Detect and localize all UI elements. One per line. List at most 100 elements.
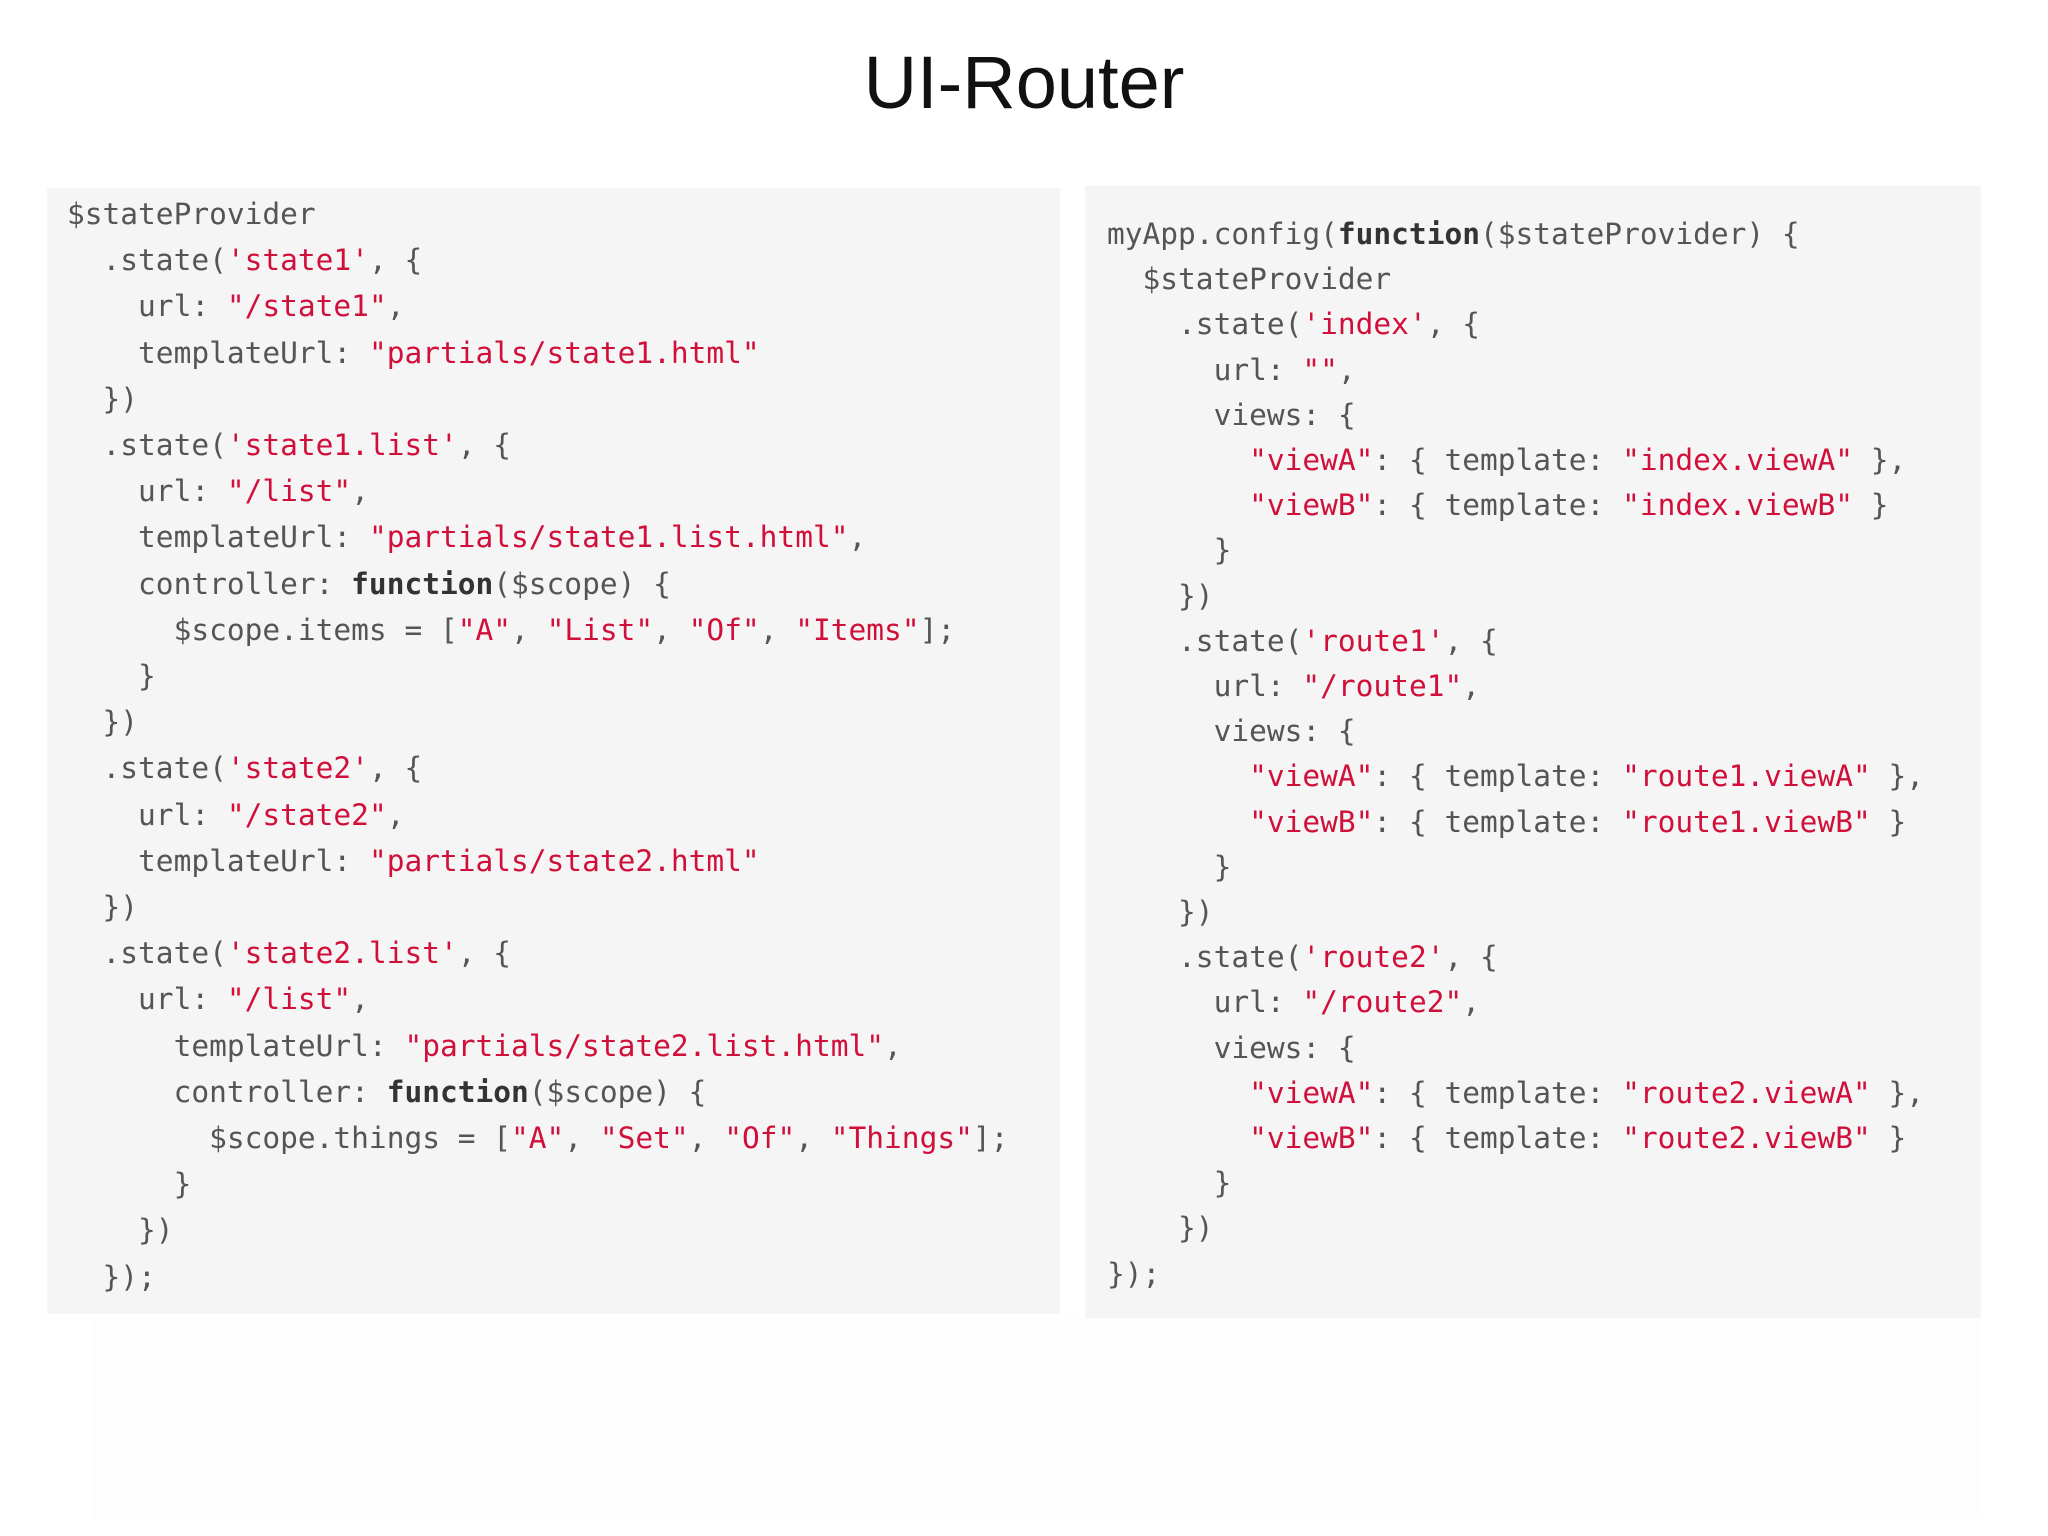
code-line: "viewB": { template: "route1.viewB" }	[1107, 802, 1906, 842]
code-token: },	[1870, 759, 1925, 794]
code-token: })	[67, 890, 139, 924]
code-string: "index.viewA"	[1622, 443, 1853, 477]
code-line: })	[67, 887, 139, 927]
code-token: ];	[919, 612, 956, 647]
code-token: ,	[386, 289, 405, 324]
code-token: ,	[848, 520, 867, 555]
code-token: , {	[457, 428, 512, 462]
code-token	[1107, 805, 1249, 839]
code-line: $stateProvider	[67, 194, 316, 234]
code-line: })	[67, 702, 139, 742]
code-token: })	[1107, 895, 1214, 929]
code-string: "viewB"	[1249, 804, 1374, 839]
code-token: ,	[564, 1121, 600, 1155]
code-token: : { template:	[1373, 443, 1623, 477]
code-line: "viewA": { template: "route1.viewA" },	[1107, 756, 1924, 796]
code-line: $stateProvider	[1107, 259, 1392, 299]
code-string: "viewA"	[1249, 759, 1374, 794]
code-keyword: function	[351, 566, 494, 601]
code-string: "viewB"	[1249, 1121, 1374, 1155]
code-keyword: function	[386, 1074, 529, 1109]
code-line: url: "/state2",	[67, 795, 404, 835]
code-string: "viewA"	[1249, 443, 1374, 477]
code-panel-state-provider: $stateProvider .state('state1', { url: "…	[47, 188, 1060, 1314]
code-string: "List"	[546, 612, 654, 647]
code-token: url:	[1107, 352, 1303, 387]
code-token: .state(	[67, 428, 227, 462]
code-token: ];	[972, 1121, 1009, 1155]
code-line: "viewB": { template: "route2.viewB" }	[1107, 1118, 1906, 1158]
code-string: 'state2'	[226, 751, 369, 786]
code-string: "A"	[457, 612, 512, 647]
code-token: .state(	[1107, 940, 1303, 975]
code-token: views: {	[1107, 397, 1356, 432]
background-area	[92, 1318, 1982, 1518]
code-string: ""	[1302, 352, 1338, 387]
code-token: ,	[759, 612, 796, 647]
code-string: "/state1"	[226, 289, 387, 324]
code-token: , {	[1444, 940, 1498, 975]
code-token: .state(	[67, 751, 227, 786]
code-token: controller:	[67, 1074, 387, 1109]
code-string: "Of"	[724, 1121, 796, 1155]
code-line: controller: function($scope) {	[67, 1072, 707, 1112]
code-line: templateUrl: "partials/state2.html"	[67, 841, 760, 881]
code-string: 'state1'	[226, 243, 369, 278]
code-string: "/route1"	[1302, 669, 1463, 703]
code-token: ,	[386, 797, 405, 832]
code-line: })	[1107, 892, 1214, 932]
code-string: "route1.viewB"	[1622, 804, 1871, 839]
code-line: .state('state2.list', {	[67, 933, 512, 973]
code-line: });	[67, 1257, 156, 1297]
code-token: ,	[884, 1028, 902, 1063]
code-line: })	[1107, 1208, 1214, 1248]
code-token: });	[67, 1259, 156, 1294]
code-token: templateUrl:	[67, 335, 369, 370]
code-token: .state(	[1107, 307, 1303, 342]
code-token: ,	[688, 1121, 725, 1155]
code-string: "viewB"	[1249, 488, 1374, 523]
code-token: myApp.config(	[1107, 217, 1338, 251]
code-token: : { template:	[1373, 759, 1623, 794]
code-string: "Items"	[795, 612, 920, 647]
code-line: "viewA": { template: "index.viewA" },	[1107, 440, 1906, 480]
code-token: $scope.items = [	[67, 612, 458, 647]
code-panel-app-config: myApp.config(function($stateProvider) { …	[1085, 186, 1981, 1319]
code-token: ,	[1462, 669, 1480, 703]
code-string: "Of"	[688, 612, 760, 647]
code-line: }	[1107, 1163, 1232, 1203]
code-line: .state('state1.list', {	[67, 425, 512, 465]
code-line: "viewB": { template: "index.viewB" }	[1107, 485, 1889, 525]
code-string: "partials/state1.html"	[368, 335, 760, 370]
code-token: }	[1852, 488, 1889, 523]
code-token: })	[67, 1213, 174, 1248]
code-line: url: "/state1",	[67, 286, 404, 326]
code-token: $stateProvider	[1107, 262, 1392, 297]
code-line: })	[67, 1210, 174, 1250]
code-token: views: {	[1107, 714, 1356, 749]
code-string: "Set"	[599, 1121, 689, 1155]
code-token: templateUrl:	[67, 520, 369, 555]
code-line: views: {	[1107, 1028, 1356, 1068]
code-string: 'state2.list'	[226, 936, 458, 971]
code-token: $scope.things = [	[67, 1121, 512, 1155]
code-string: "route2.viewB"	[1622, 1121, 1871, 1155]
code-token: url:	[67, 797, 227, 832]
code-token: ,	[351, 982, 369, 1017]
code-token: ,	[511, 612, 547, 647]
code-line: .state('route1', {	[1107, 621, 1498, 661]
code-line: .state('state1', {	[67, 240, 423, 280]
code-keyword: function	[1337, 217, 1480, 251]
code-string: "A"	[511, 1121, 565, 1155]
code-token: .state(	[1107, 623, 1303, 658]
code-string: "route1.viewA"	[1622, 759, 1871, 794]
code-token: url:	[1107, 669, 1303, 703]
code-string: "Things"	[830, 1121, 973, 1155]
code-token: })	[1107, 578, 1214, 613]
code-line: url: "",	[1107, 350, 1356, 390]
code-token: ($scope) {	[493, 566, 671, 601]
slide-title: UI-Router	[863, 41, 1185, 124]
code-token	[1107, 759, 1249, 793]
code-line: });	[1107, 1254, 1160, 1294]
